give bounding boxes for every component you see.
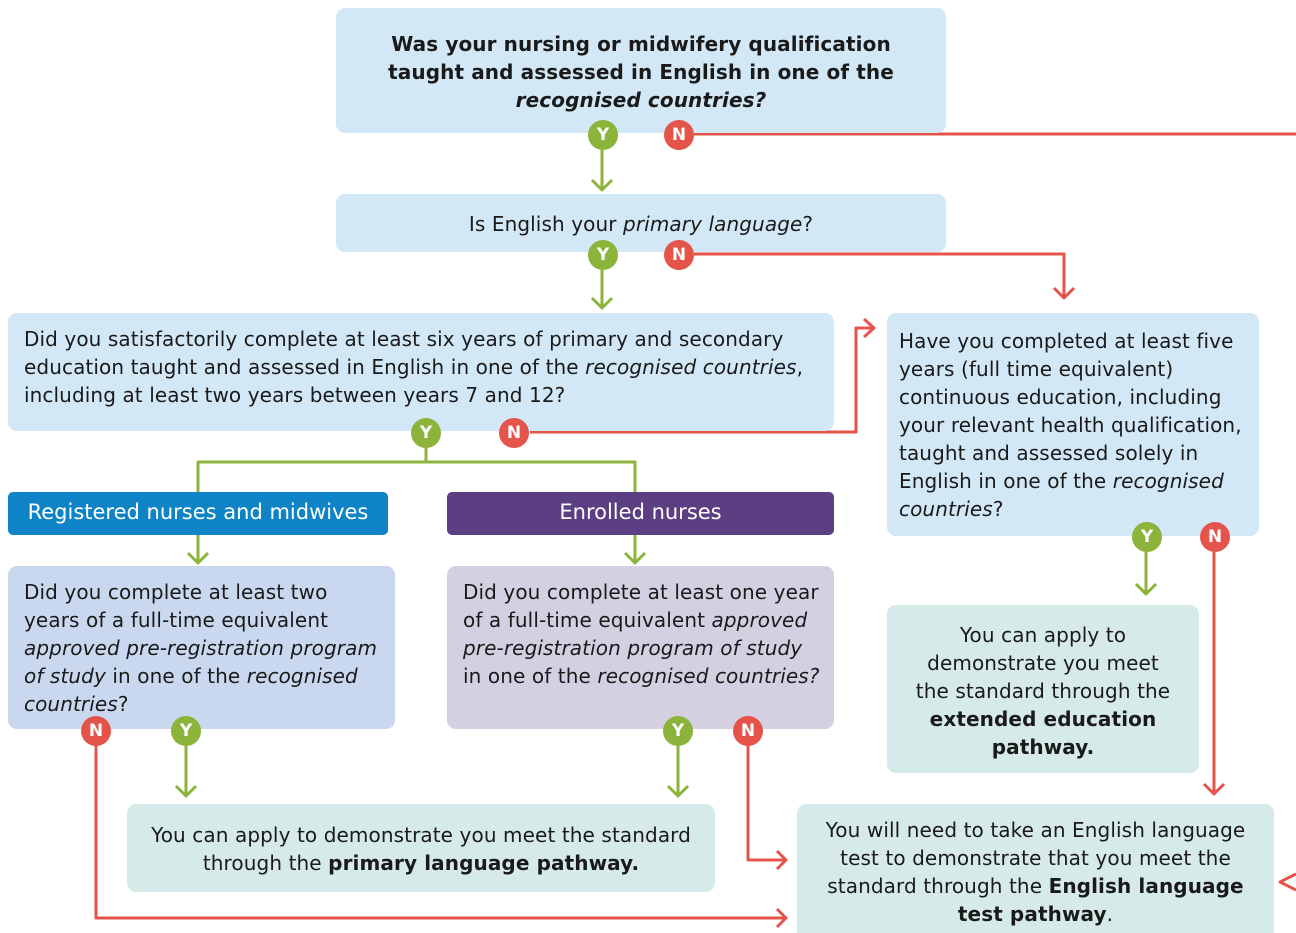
- header-registered-nurses: Registered nurses and midwives: [8, 492, 388, 535]
- yes-badge-q5: Y: [171, 716, 201, 746]
- q1-emphasis: recognised countries?: [515, 88, 767, 112]
- no-badge-q2: N: [664, 240, 694, 270]
- no-arrow-q4: [1202, 782, 1226, 796]
- no-badge-q1: N: [664, 120, 694, 150]
- o-test-bold: English language test pathway: [957, 874, 1244, 926]
- yes-badge-q1: Y: [588, 120, 618, 150]
- q3-text-post: , including at least two years between y…: [24, 355, 804, 407]
- no-badge-q5: N: [81, 716, 111, 746]
- yes-badge-q4: Y: [1132, 522, 1162, 552]
- q4-text-pre: Have you completed at least five years (…: [899, 329, 1242, 493]
- q5-emphasis-countries: recognised countries: [24, 664, 358, 716]
- q3-emphasis: recognised countries: [585, 355, 797, 379]
- yes-arrow-enrolled: [623, 535, 647, 565]
- no-arrow-q5: [775, 907, 788, 929]
- yes-arrow-q4: [1134, 582, 1158, 596]
- q5-text-pre: Did you complete at least two years of a…: [24, 580, 329, 632]
- o-test-text: You will need to take an English languag…: [825, 818, 1246, 898]
- q5-text-post: ?: [117, 692, 129, 716]
- yes-arrow-q5: [174, 784, 198, 798]
- no-line-q6: [746, 746, 786, 862]
- q6-text-pre: Did you complete at least one year of a …: [463, 580, 819, 632]
- q1-text: Was your nursing or midwifery qualificat…: [388, 32, 894, 84]
- no-arrow-incoming: [1278, 872, 1296, 892]
- question-six-years-education: Did you satisfactorily complete at least…: [8, 313, 834, 431]
- yes-arrow-q6: [666, 784, 690, 798]
- q2-text-pre: Is English your: [468, 212, 624, 236]
- yes-arrow-registered: [186, 535, 210, 565]
- q3-text-pre: Did you satisfactorily complete at least…: [24, 327, 784, 379]
- yes-badge-q6: Y: [663, 716, 693, 746]
- no-badge-q6: N: [733, 716, 763, 746]
- q2-text-post: ?: [802, 212, 814, 236]
- outcome-english-test: You will need to take an English languag…: [797, 804, 1274, 933]
- no-badge-q4: N: [1200, 522, 1230, 552]
- question-qualification-english: Was your nursing or midwifery qualificat…: [336, 8, 946, 133]
- yes-badge-q3: Y: [411, 418, 441, 448]
- q4-emphasis: recognised countries: [899, 469, 1224, 521]
- question-primary-language: Is English your primary language?: [336, 194, 946, 252]
- outcome-extended-education: You can apply to demonstrate you meet th…: [887, 605, 1199, 773]
- q5-text-mid: in one of the: [105, 664, 247, 688]
- question-two-years-program: Did you complete at least two years of a…: [8, 566, 395, 729]
- no-arrow-q2: [1052, 286, 1076, 300]
- no-arrow-q3: [862, 317, 876, 339]
- yes-arrow-q2: [590, 296, 614, 310]
- o-primary-bold: primary language pathway.: [328, 851, 640, 875]
- q5-emphasis-program: approved pre-registration program of stu…: [24, 636, 378, 688]
- q2-emphasis: primary language: [623, 212, 803, 236]
- question-five-years-education: Have you completed at least five years (…: [887, 313, 1259, 536]
- yes-arrow-q1: [590, 178, 614, 192]
- o-extended-bold: extended education pathway.: [929, 707, 1157, 759]
- outcome-primary-language: You can apply to demonstrate you meet th…: [127, 804, 715, 892]
- q6-text-mid: in one of the: [463, 664, 598, 688]
- o-primary-text: You can apply to demonstrate you meet th…: [151, 823, 691, 875]
- question-one-year-program: Did you complete at least one year of a …: [447, 566, 834, 729]
- o-extended-text: You can apply to demonstrate you meet th…: [915, 623, 1171, 703]
- q6-emphasis-countries: recognised countries?: [597, 664, 820, 688]
- no-badge-q3: N: [499, 418, 529, 448]
- header-enrolled-nurses: Enrolled nurses: [447, 492, 834, 535]
- q6-emphasis-program: approved pre-registration program of stu…: [463, 608, 808, 660]
- no-line-q2: [694, 252, 1066, 298]
- yes-badge-q2: Y: [588, 240, 618, 270]
- no-arrow-q6: [775, 849, 788, 871]
- o-test-post: .: [1106, 902, 1114, 926]
- q4-text-post: ?: [992, 497, 1004, 521]
